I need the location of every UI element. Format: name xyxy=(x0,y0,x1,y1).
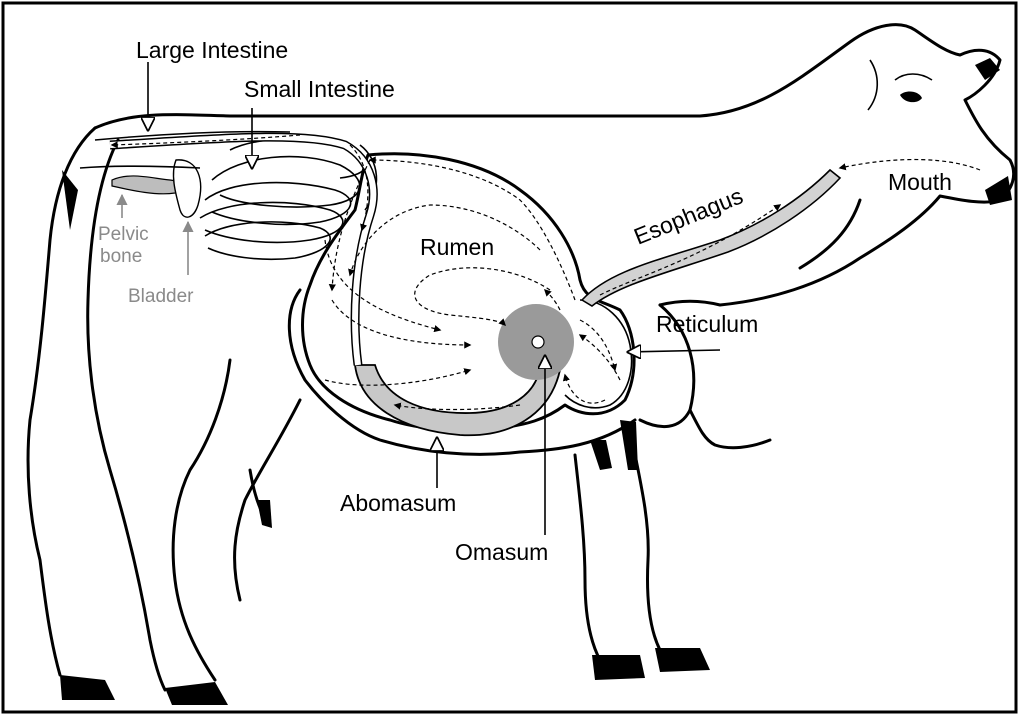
label-omasum: Omasum xyxy=(455,539,548,565)
label-mouth: Mouth xyxy=(888,169,952,195)
label-reticulum: Reticulum xyxy=(656,311,758,337)
label-abomasum: Abomasum xyxy=(340,490,456,516)
label-bladder: Bladder xyxy=(128,286,194,307)
label-small-intestine: Small Intestine xyxy=(244,76,395,102)
hooves xyxy=(60,170,710,705)
label-rumen: Rumen xyxy=(420,234,494,260)
small-intestine-coils xyxy=(200,139,376,260)
label-pelvic: Pelvic xyxy=(98,224,149,245)
intestine-tube xyxy=(110,137,373,365)
label-large-intestine: Large Intestine xyxy=(136,37,288,63)
reticulum-outline xyxy=(565,300,632,408)
omasum-center xyxy=(532,336,544,348)
label-bone: bone xyxy=(100,246,142,267)
